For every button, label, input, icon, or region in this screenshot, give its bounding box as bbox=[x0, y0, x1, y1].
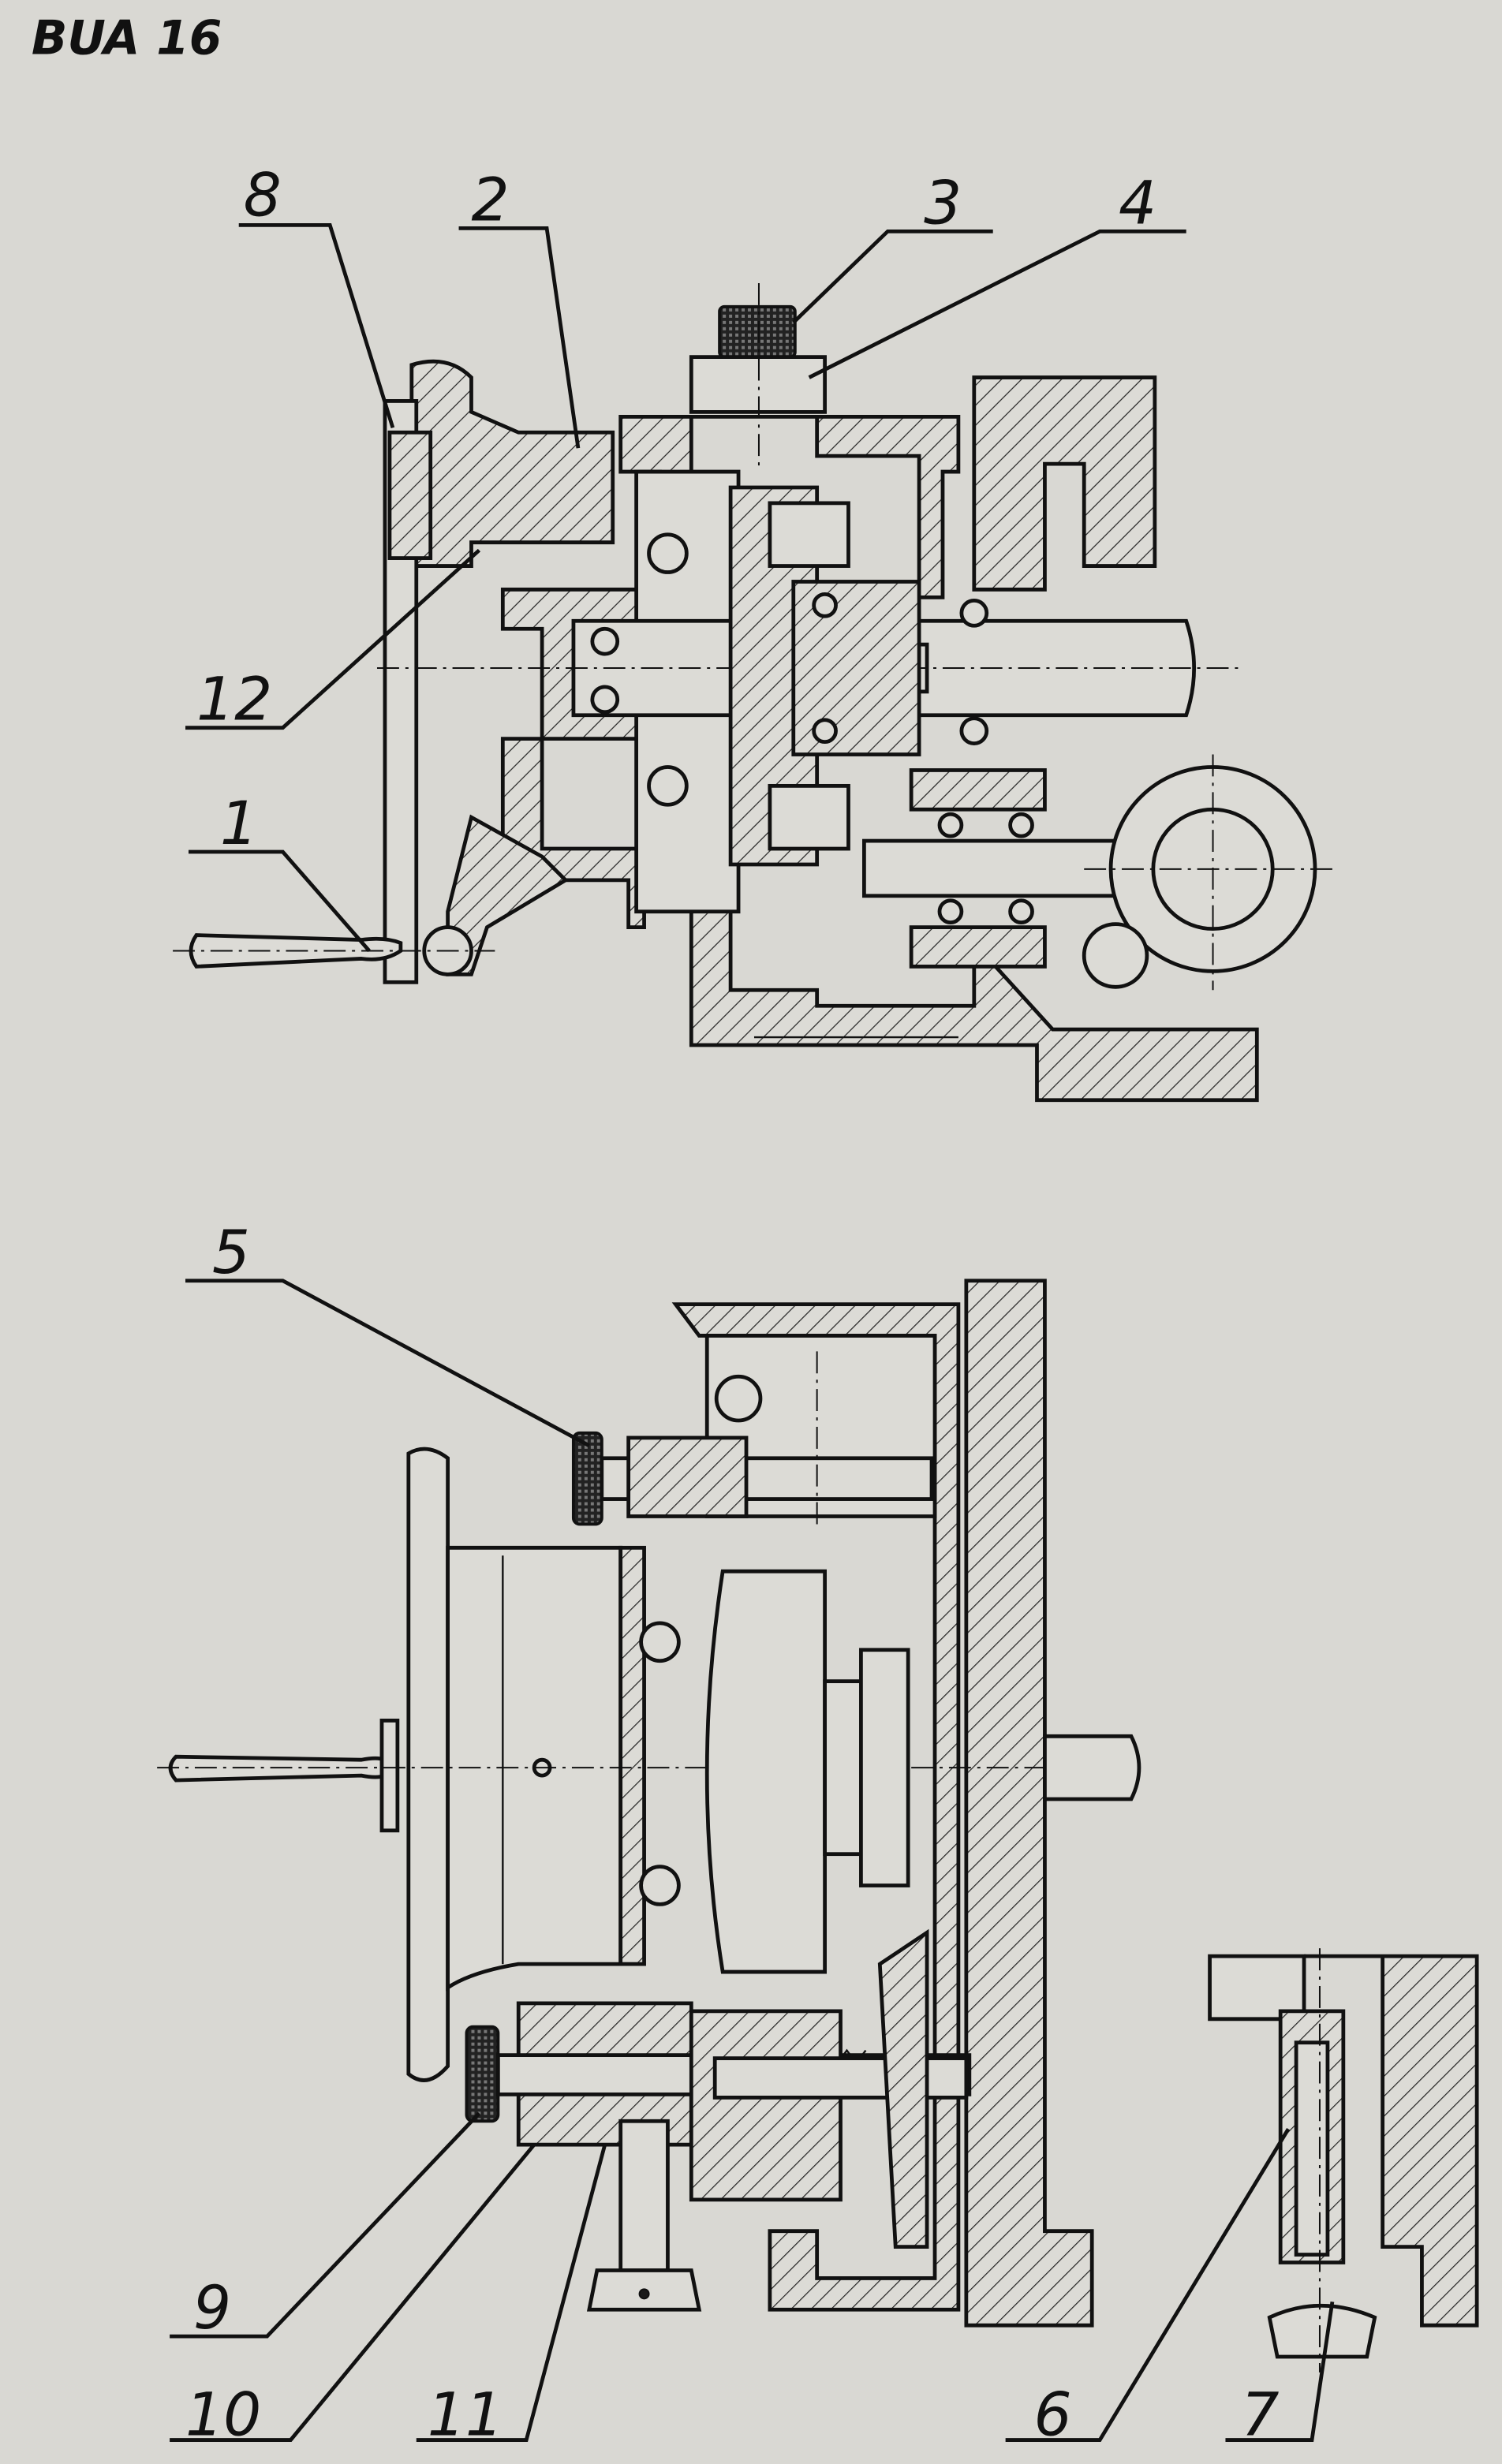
callout-9: 9 bbox=[170, 2111, 481, 2343]
callout-11: 11 bbox=[416, 2144, 607, 2450]
svg-text:3: 3 bbox=[924, 168, 962, 237]
callout-7: 7 bbox=[1225, 2301, 1335, 2450]
callout-2: 2 bbox=[458, 165, 581, 449]
callout-4: 4 bbox=[808, 168, 1186, 379]
callout-12: 12 bbox=[185, 548, 481, 734]
svg-text:4: 4 bbox=[1119, 168, 1156, 237]
drawing-title: BUA 16 bbox=[32, 11, 222, 65]
callouts: 8 2 3 4 12 1 5 9 bbox=[170, 160, 1335, 2450]
svg-text:5: 5 bbox=[212, 1218, 250, 1287]
callout-5: 5 bbox=[185, 1218, 590, 1447]
svg-text:7: 7 bbox=[1241, 2380, 1279, 2450]
callout-3: 3 bbox=[792, 168, 993, 324]
svg-text:10: 10 bbox=[185, 2380, 261, 2450]
lower-section-view bbox=[157, 1279, 1479, 2373]
callout-6: 6 bbox=[1005, 2127, 1291, 2450]
callout-10: 10 bbox=[170, 2143, 536, 2450]
bearings bbox=[590, 532, 1034, 925]
svg-text:11: 11 bbox=[428, 2380, 503, 2450]
svg-text:1: 1 bbox=[220, 789, 258, 858]
callout-8: 8 bbox=[238, 160, 395, 428]
svg-text:8: 8 bbox=[244, 160, 282, 230]
svg-text:2: 2 bbox=[471, 165, 509, 234]
upper-section-view bbox=[173, 283, 1336, 1103]
callout-1: 1 bbox=[188, 789, 371, 953]
svg-text:9: 9 bbox=[193, 2273, 231, 2343]
svg-text:12: 12 bbox=[196, 665, 272, 734]
svg-text:6: 6 bbox=[1033, 2380, 1071, 2450]
